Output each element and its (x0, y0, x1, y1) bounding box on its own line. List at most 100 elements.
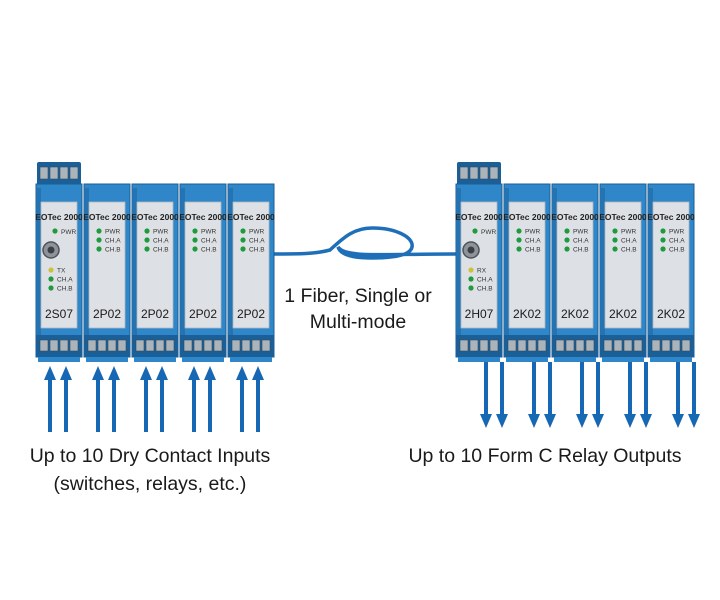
fiber-label-line-1: 1 Fiber, Single or (284, 285, 432, 307)
input-arrow (140, 366, 152, 432)
led-cha (564, 237, 570, 243)
terminal-screw (135, 339, 145, 352)
output-arrow (640, 362, 652, 428)
din-foot (38, 357, 80, 362)
led-chb (144, 246, 150, 252)
led-pwr (612, 228, 618, 234)
led-pwr-label: PWR (61, 229, 76, 236)
led-pwr (660, 228, 666, 234)
led-label: CH.A (105, 238, 121, 245)
model-number: 2S07 (45, 307, 73, 321)
terminal-screw (459, 339, 469, 352)
led-label: TX (57, 268, 66, 275)
module-rib (85, 188, 89, 338)
led-label: CH.B (669, 247, 685, 254)
led-cha (144, 237, 150, 243)
terminal-screw (575, 339, 585, 352)
brand-label: EOTec 2000 (131, 212, 179, 222)
arrow-head (236, 366, 248, 380)
led-chb (468, 285, 474, 291)
model-number: 2P02 (141, 307, 169, 321)
arrow-head (204, 366, 216, 380)
led-rx (468, 267, 474, 273)
led-cha (468, 276, 474, 282)
led-label: CH.A (201, 238, 217, 245)
din-foot (86, 357, 128, 362)
terminal-screw (59, 339, 69, 352)
brand-label: EOTec 2000 (455, 212, 503, 222)
model-number: 2K02 (513, 307, 541, 321)
terminal-screw (241, 339, 251, 352)
inputs-caption: Up to 10 Dry Contact Inputs (switches, r… (0, 442, 300, 498)
led-label: CH.A (669, 238, 685, 245)
led-label: CH.B (105, 247, 121, 254)
terminal-screw (603, 339, 613, 352)
front-panel (40, 201, 78, 329)
terminal-screw (585, 339, 595, 352)
led-label: CH.B (201, 247, 217, 254)
inputs-caption-line-1: Up to 10 Dry Contact Inputs (29, 445, 271, 467)
arrow-head (528, 414, 540, 428)
terminal-screw (633, 339, 643, 352)
output-arrow (544, 362, 556, 428)
led-pwr (144, 228, 150, 234)
led-label: CH.B (249, 247, 265, 254)
terminal-screw (507, 339, 517, 352)
output-arrow (592, 362, 604, 428)
brand-label: EOTec 2000 (599, 212, 647, 222)
terminal-screw (39, 339, 49, 352)
led-label: PWR (249, 229, 264, 236)
arrow-head (92, 366, 104, 380)
terminal-screw (613, 339, 623, 352)
input-arrow (156, 366, 168, 432)
input-arrow (252, 366, 264, 432)
terminal-screw (459, 166, 469, 180)
led-chb (564, 246, 570, 252)
front-panel (460, 201, 498, 329)
terminal-screw (469, 339, 479, 352)
led-chb (612, 246, 618, 252)
input-arrow (60, 366, 72, 432)
led-cha (240, 237, 246, 243)
fiber-connector-core (47, 246, 55, 254)
led-tx (48, 267, 54, 273)
led-label: RX (477, 268, 487, 275)
brand-label: EOTec 2000 (551, 212, 599, 222)
arrow-head (188, 366, 200, 380)
din-foot (182, 357, 224, 362)
terminal-screw (555, 339, 565, 352)
terminal-screw (59, 166, 69, 180)
led-cha (660, 237, 666, 243)
terminal-screw (671, 339, 681, 352)
model-number: 2P02 (189, 307, 217, 321)
led-chb (240, 246, 246, 252)
output-arrow (496, 362, 508, 428)
terminal-screw (39, 166, 49, 180)
outputs-caption-line-1: Up to 10 Form C Relay Outputs (408, 445, 682, 467)
fiber-line (270, 226, 457, 260)
terminal-screw (193, 339, 203, 352)
terminal-screw (517, 339, 527, 352)
brand-label: EOTec 2000 (503, 212, 551, 222)
led-label: CH.B (477, 286, 493, 293)
arrow-head (252, 366, 264, 380)
outputs-caption: Up to 10 Form C Relay Outputs (380, 442, 710, 470)
module-rib (133, 188, 137, 338)
terminal-screw (479, 166, 489, 180)
terminal-screw (565, 339, 575, 352)
arrow-head (576, 414, 588, 428)
led-label: CH.A (477, 277, 493, 284)
led-pwr (96, 228, 102, 234)
terminal-screw (145, 339, 155, 352)
arrow-head (544, 414, 556, 428)
terminal-screw (527, 339, 537, 352)
arrow-head (672, 414, 684, 428)
arrow-head (108, 366, 120, 380)
led-chb (660, 246, 666, 252)
din-foot (554, 357, 596, 362)
fiber-connector-core (467, 246, 475, 254)
